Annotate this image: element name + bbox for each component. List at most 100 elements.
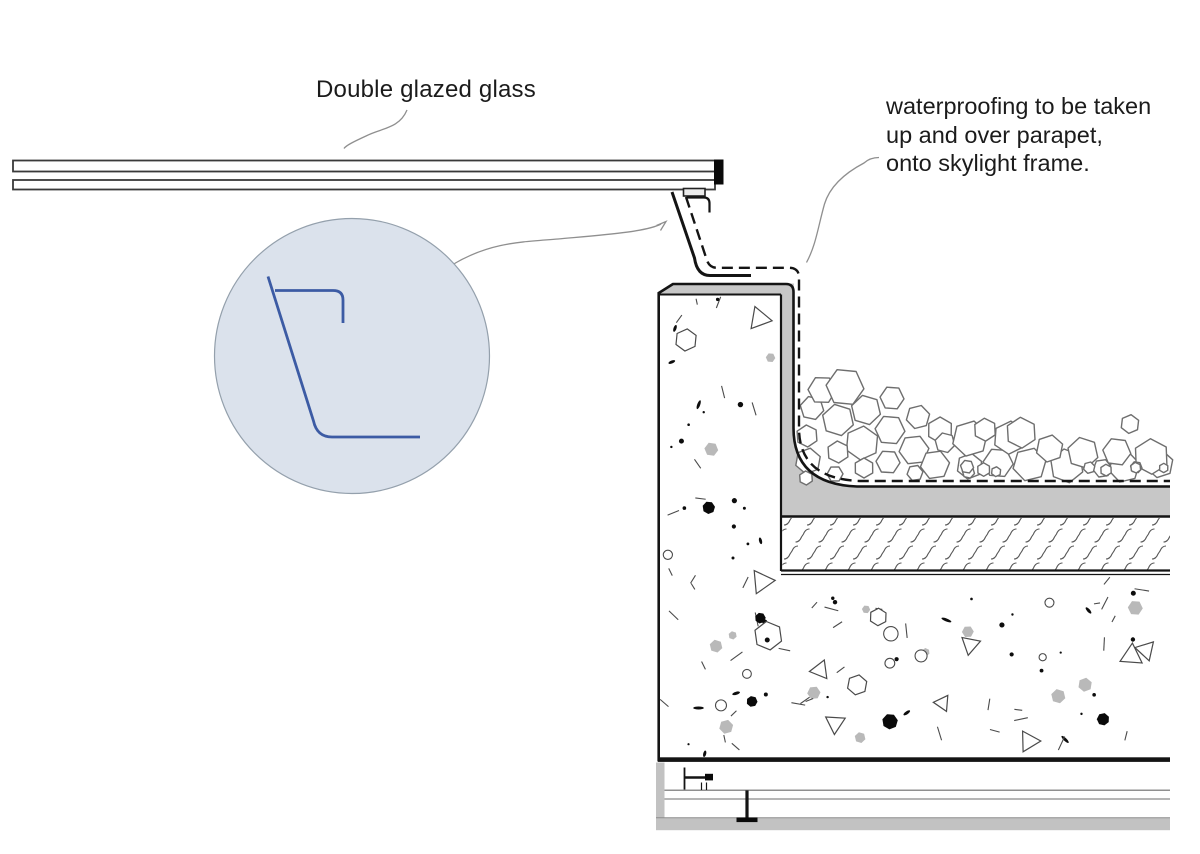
bubble-leader: [451, 223, 662, 266]
speckle-dot: [764, 637, 770, 643]
speckle-leaf: [1085, 607, 1092, 614]
speckle-leaf: [732, 691, 740, 696]
speckle-circle: [1044, 597, 1055, 608]
speckle-triangle: [753, 569, 777, 595]
speckle-gray-blob: [728, 631, 737, 640]
speckle-triangle: [1118, 641, 1144, 664]
speckle-leaf: [703, 750, 707, 758]
gravel-stone: [879, 386, 905, 410]
speckle-dash: [751, 402, 757, 416]
gravel-stone: [898, 435, 930, 465]
speckle-dot: [682, 506, 687, 510]
speckle-dot: [1059, 651, 1062, 654]
glass-label-leader: [343, 109, 408, 149]
label-double-glazed-glass: Double glazed glass: [316, 76, 536, 103]
speckle-dash: [1014, 717, 1028, 722]
speckle-gray-blob: [765, 353, 776, 362]
speckle-dash: [1134, 588, 1150, 592]
speckle-triangle: [1021, 730, 1043, 753]
gravel-stone: [959, 459, 975, 474]
waterproofing-membrane: [658, 283, 1170, 517]
speckle-triangle: [961, 636, 982, 657]
speckle-hexagon: [754, 620, 783, 651]
speckle-dash: [701, 661, 706, 670]
speckle-dash: [989, 728, 1000, 733]
speckle-dash: [832, 621, 843, 629]
speckle-gray-blob: [1127, 601, 1143, 615]
gravel-stone: [845, 425, 879, 461]
speckle-leaf: [1061, 735, 1069, 744]
speckle-dot: [1009, 652, 1014, 657]
detail-bubble-circle: [213, 217, 491, 495]
speckle-gray-blob: [854, 732, 866, 743]
speckle-hexagon: [675, 328, 697, 352]
speckle-hexagon: [869, 607, 887, 627]
speckle-leaf: [903, 710, 911, 716]
membrane-outer-line: [657, 282, 1170, 488]
gravel-stone: [796, 424, 818, 448]
hanger-bracket: [683, 767, 713, 790]
speckle-circle: [1038, 653, 1047, 662]
speckle-gray-blob: [719, 719, 734, 734]
speckle-triangle: [750, 305, 774, 330]
speckle-dash: [1014, 708, 1023, 711]
speckle-dot: [1130, 590, 1136, 596]
speckle-dot: [702, 410, 705, 414]
speckle-dash: [987, 698, 991, 711]
parapet-and-slab-outlines: [657, 282, 1170, 762]
roof-gravel-ballast: [795, 369, 1174, 486]
bubble-frame-profile: [266, 276, 420, 439]
speckle-gray-blob: [1051, 689, 1066, 704]
speckle-leaf: [693, 706, 704, 710]
speckle-circle: [883, 626, 899, 642]
speckle-dot: [1080, 712, 1083, 716]
speckle-dash: [791, 702, 806, 706]
slab-bottom-line: [658, 757, 1170, 762]
speckle-triangle: [808, 658, 828, 680]
speckle-leaf: [758, 537, 763, 545]
ceiling-t-post: [736, 790, 758, 823]
gravel-stone: [1158, 462, 1169, 474]
speckle-dot: [731, 524, 736, 529]
detail-bubble: [213, 217, 491, 495]
speckle-dash: [694, 458, 702, 469]
speckle-dot: [1039, 668, 1044, 673]
speckle-triangle: [824, 716, 847, 736]
gravel-stone: [982, 448, 1014, 478]
speckle-dot: [731, 498, 737, 504]
speckle-dot: [737, 401, 744, 408]
speckle-dot: [763, 692, 768, 697]
gravel-stone: [974, 417, 996, 442]
ceiling-assembly: [656, 762, 1170, 831]
speckle-dash: [721, 385, 726, 399]
gravel-stone: [990, 466, 1002, 478]
speckle-dot: [731, 556, 735, 560]
speckle-dot: [746, 542, 750, 546]
waterproofing-note-line-1: waterproofing to be taken: [886, 93, 1152, 119]
speckle-black-stone: [702, 501, 715, 514]
speckle-dot: [826, 695, 829, 699]
speckle-leaf: [941, 617, 952, 623]
speckle-black-stone: [746, 696, 758, 707]
gravel-stone: [905, 404, 931, 430]
speckle-black-stone: [1096, 713, 1109, 726]
waterproofing-note-line-2: up and over parapet,: [886, 121, 1103, 148]
speckle-dash: [695, 298, 698, 305]
gravel-stone: [1067, 436, 1099, 469]
speckle-gray-blob: [961, 626, 974, 637]
bubble-leader-arrowhead: [656, 220, 668, 231]
speckle-dash: [800, 696, 810, 705]
speckle-dash: [742, 576, 749, 589]
speckle-dash: [659, 698, 669, 708]
speckle-circle: [662, 549, 674, 560]
gravel-stone: [826, 466, 844, 482]
gravel-stone: [822, 403, 854, 437]
speckle-dash: [905, 623, 908, 639]
speckle-gray-blob: [704, 442, 719, 456]
speckle-dash: [675, 314, 683, 324]
speckle-dot: [1092, 693, 1096, 697]
glazing-retainer-hook: [686, 196, 711, 213]
waterproofing-dashed-line: [684, 196, 1170, 483]
leader-lines: [343, 109, 880, 266]
